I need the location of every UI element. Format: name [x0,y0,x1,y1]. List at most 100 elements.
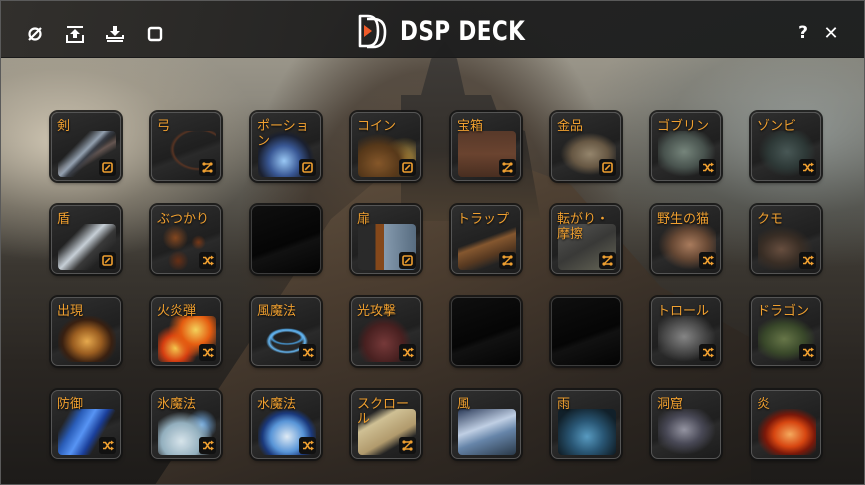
tile-label: ぶつかり [157,212,210,227]
expand-mode-badge[interactable] [399,252,416,269]
shuffle-icon [302,440,314,451]
expand-mode-badge[interactable] [99,252,116,269]
shuffle-mode-badge[interactable] [799,344,816,361]
rain-artwork-icon [558,409,616,455]
tile-label: 洞窟 [657,397,684,412]
shuffle-icon [202,255,214,266]
sound-tile-dragon[interactable]: ドラゴン [751,297,821,366]
shuffle-icon [802,347,814,358]
shuffle-mode-badge[interactable] [699,252,716,269]
stop-button[interactable] [144,23,166,45]
sound-tile-rain[interactable]: 雨 [551,390,621,459]
tile-label: 宝箱 [457,119,484,134]
shuffle-icon [702,162,714,173]
shuffle-icon [302,347,314,358]
tile-label: 風魔法 [257,304,297,319]
shuffle-icon [202,440,214,451]
shuffle-mode-badge[interactable] [699,159,716,176]
sound-tile-wildcat[interactable]: 野生の猫 [651,205,721,274]
sound-tile-defense[interactable]: 防御 [51,390,121,459]
sound-tile-spider[interactable]: クモ [751,205,821,274]
sound-tile-fireball[interactable]: 火炎弾 [151,297,221,366]
tile-label: ドラゴン [757,304,810,319]
download-button[interactable] [104,23,126,45]
clear-button[interactable] [24,23,46,45]
sound-tile-ice[interactable]: 氷魔法 [151,390,221,459]
shuffle-mode-badge[interactable] [299,344,316,361]
upload-button[interactable] [64,23,86,45]
sound-tile-loot[interactable]: 金品 [551,112,621,181]
shuffle-mode-badge[interactable] [199,437,216,454]
sound-tile-chest[interactable]: 宝箱 [451,112,521,181]
empty-tile-slot[interactable] [251,205,321,274]
sound-tile-light[interactable]: 光攻撃 [351,297,421,366]
play-logo-icon [358,14,387,49]
sound-tile-potion[interactable]: ポーション [251,112,321,181]
shuffle-mode-badge[interactable] [199,344,216,361]
shuffle-mode-badge[interactable] [99,437,116,454]
shuffle-icon [802,255,814,266]
sound-tile-door[interactable]: 扉 [351,205,421,274]
sound-tile-coins[interactable]: コイン [351,112,421,181]
sound-tile-sword[interactable]: 剣 [51,112,121,181]
random-network-icon [602,255,613,266]
shuffle-mode-badge[interactable] [199,252,216,269]
shuffle-mode-badge[interactable] [799,159,816,176]
tile-label: ポーション [257,119,309,149]
sound-tile-cave[interactable]: 洞窟 [651,390,721,459]
shuffle-mode-badge[interactable] [699,344,716,361]
network-mode-badge[interactable] [499,252,516,269]
sound-tile-trap[interactable]: トラップ [451,205,521,274]
cave-artwork-icon [658,409,716,455]
expand-mode-badge[interactable] [599,159,616,176]
sound-tile-zombie[interactable]: ゾンビ [751,112,821,181]
sound-tile-bow[interactable]: 弓 [151,112,221,181]
tile-label: 炎 [757,397,771,412]
sound-tile-scroll[interactable]: スクロール [351,390,421,459]
sound-tile-flame[interactable]: 炎 [751,390,821,459]
sound-tile-impact[interactable]: ぶつかり [151,205,221,274]
sound-tile-windmagic[interactable]: 風魔法 [251,297,321,366]
network-mode-badge[interactable] [599,252,616,269]
random-network-icon [402,440,413,451]
shuffle-icon [402,347,414,358]
shuffle-icon [802,162,814,173]
sound-tile-goblin[interactable]: ゴブリン [651,112,721,181]
tile-label: 扉 [357,212,371,227]
expand-icon [102,255,113,266]
square-icon [147,26,163,42]
sound-tile-troll[interactable]: トロール [651,297,721,366]
app-logo: DSP DECK [358,13,557,49]
sound-tile-wind[interactable]: 風 [451,390,521,459]
expand-mode-badge[interactable] [299,159,316,176]
close-button[interactable]: ✕ [823,23,839,44]
sound-tile-rolling[interactable]: 転がり・摩擦 [551,205,621,274]
sound-tile-shield[interactable]: 盾 [51,205,121,274]
tile-label: 出現 [57,304,84,319]
shuffle-mode-badge[interactable] [799,252,816,269]
expand-mode-badge[interactable] [399,159,416,176]
tile-label: 弓 [157,119,171,134]
spawn-artwork-icon [58,316,116,362]
tile-label: クモ [757,212,784,227]
shuffle-icon [702,255,714,266]
network-mode-badge[interactable] [399,437,416,454]
network-mode-badge[interactable] [499,159,516,176]
shuffle-mode-badge[interactable] [299,437,316,454]
empty-tile-slot[interactable] [451,297,521,366]
network-mode-badge[interactable] [199,159,216,176]
empty-tile-slot[interactable] [551,297,621,366]
random-network-icon [502,255,513,266]
help-button[interactable]: ? [798,23,808,43]
sound-tile-spawn[interactable]: 出現 [51,297,121,366]
expand-icon [402,255,413,266]
shuffle-icon [202,347,214,358]
tile-label: ゾンビ [757,119,797,134]
shuffle-mode-badge[interactable] [399,344,416,361]
empty-set-icon [28,27,42,41]
expand-mode-badge[interactable] [99,159,116,176]
sound-tile-water[interactable]: 水魔法 [251,390,321,459]
expand-icon [102,162,113,173]
upload-icon [66,26,84,43]
expand-icon [402,162,413,173]
